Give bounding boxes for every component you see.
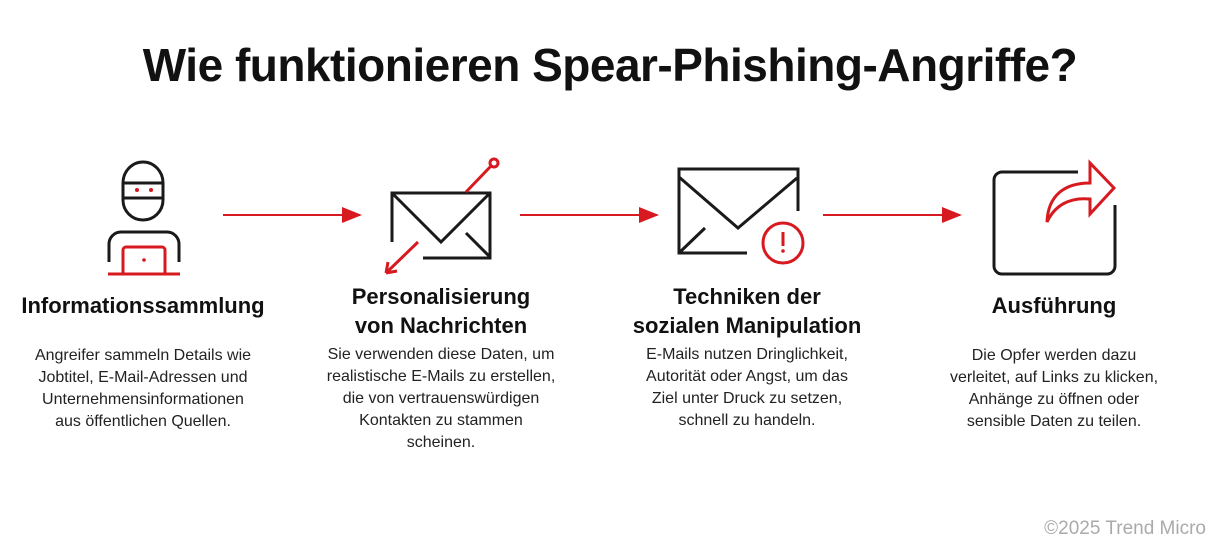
step-heading: Informationssammlung: [21, 293, 265, 318]
envelope-alert-icon: [677, 167, 805, 265]
step-description: E-Mails nutzen Dringlichkeit,Autorität o…: [646, 346, 848, 429]
step-information-gathering: Informationssammlung Angreifer sammeln D…: [0, 291, 293, 433]
copyright: ©2025 Trend Micro: [1044, 518, 1206, 539]
hacker-laptop-icon: [107, 160, 181, 276]
page-title: Wie funktionieren Spear-Phishing-Angriff…: [142, 39, 1078, 91]
step-heading: Ausführung: [991, 293, 1117, 318]
share-arrow-icon: [992, 159, 1117, 276]
envelope-hook-icon: [384, 157, 500, 275]
